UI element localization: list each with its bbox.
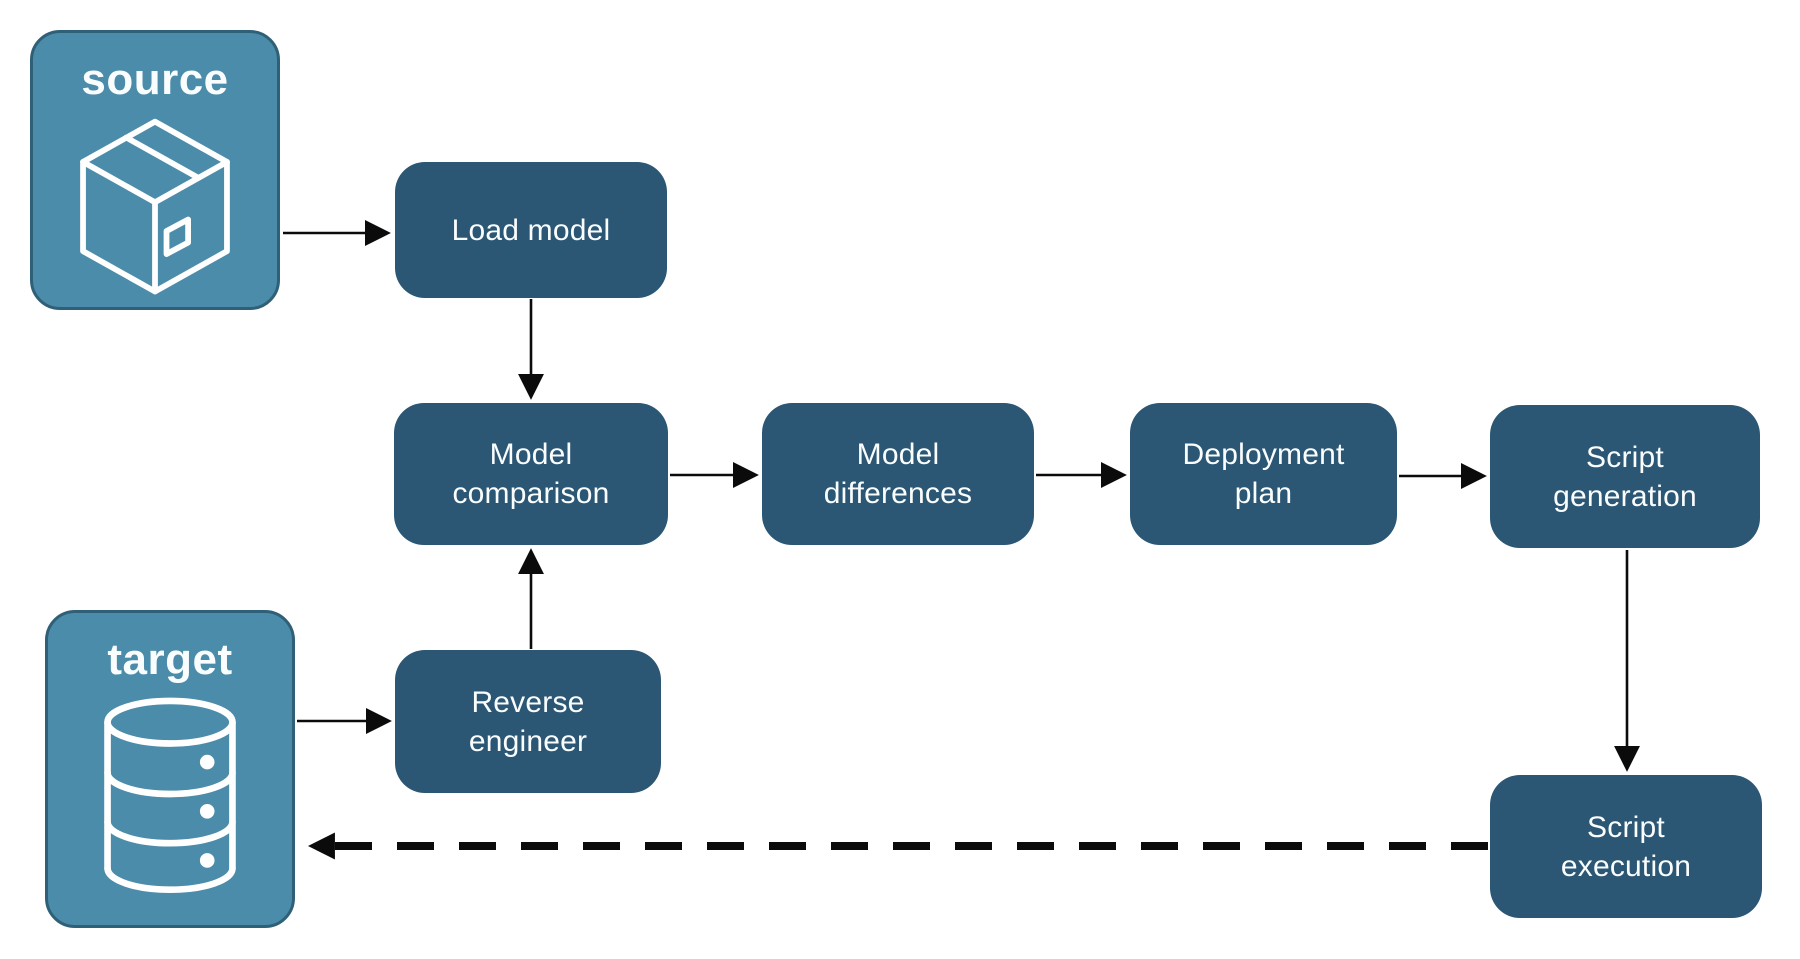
entity-source-label: source bbox=[81, 55, 229, 104]
entity-source: source bbox=[30, 30, 280, 310]
node-label-line: Load model bbox=[451, 213, 611, 247]
node-label-line: Model bbox=[489, 438, 573, 471]
node-model-comparison: Model comparison bbox=[394, 403, 668, 545]
node-script-execution: Script execution bbox=[1490, 775, 1762, 918]
node-model-differences: Model differences bbox=[762, 403, 1034, 545]
package-icon bbox=[80, 118, 230, 295]
node-label-line: Model bbox=[856, 438, 940, 471]
node-label-line: comparison bbox=[452, 477, 610, 510]
database-icon bbox=[104, 697, 236, 894]
node-deployment-plan: Deployment plan bbox=[1130, 403, 1397, 545]
node-label-line: engineer bbox=[468, 724, 588, 758]
node-label-line: Script bbox=[1587, 810, 1665, 844]
node-label-line: Script bbox=[1586, 440, 1664, 474]
node-script-generation: Script generation bbox=[1490, 405, 1760, 548]
entity-target: target bbox=[45, 610, 295, 928]
node-label-line: execution bbox=[1560, 849, 1692, 883]
node-label-line: plan bbox=[1234, 477, 1293, 510]
node-label-line: differences bbox=[823, 477, 973, 510]
node-reverse-engineer: Reverse engineer bbox=[395, 650, 661, 793]
node-label-line: Deployment bbox=[1182, 438, 1345, 471]
node-load-model: Load model bbox=[395, 162, 667, 298]
node-label-line: Reverse bbox=[471, 685, 585, 719]
node-label-line: generation bbox=[1553, 479, 1697, 513]
entity-target-label: target bbox=[107, 635, 233, 684]
